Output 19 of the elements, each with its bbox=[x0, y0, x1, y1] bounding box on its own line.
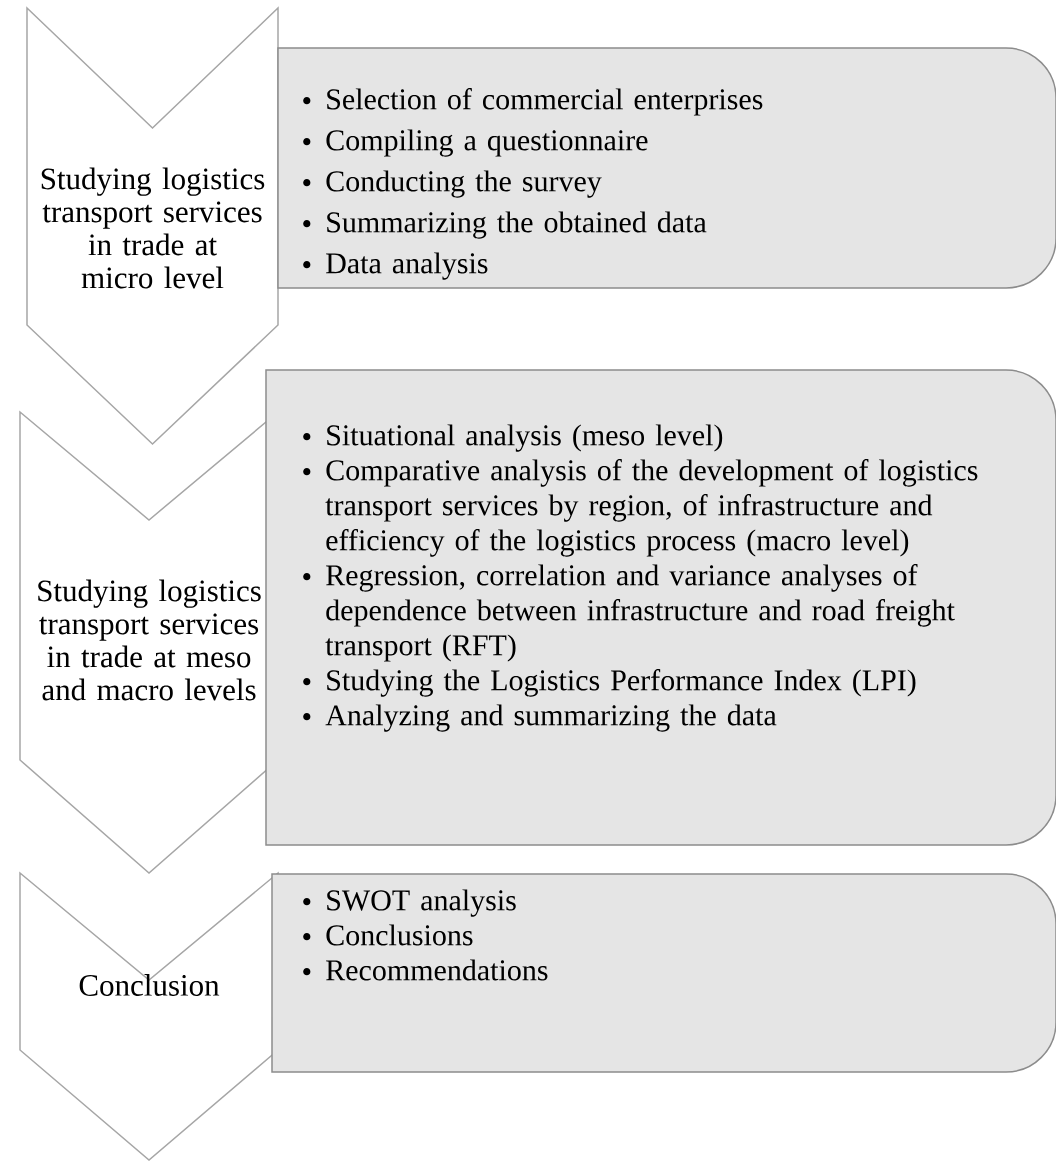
chevron-step: Studying logistics transport services in trade at meso and macro levels bbox=[19, 410, 279, 874]
bullet-item: Conducting the survey bbox=[303, 170, 602, 198]
bullet-item: Selection of commercial enterprises bbox=[303, 88, 763, 116]
chevron-step: Studying logistics transport services in trade at micro level bbox=[26, 6, 279, 446]
bullet-item: Analyzing and summarizing the data bbox=[303, 704, 777, 732]
bullet-item: Conclusions bbox=[303, 924, 473, 946]
bullet-item: Regression, correlation and variance analyses of dependence between infrastructure and road freight transport (RFT) bbox=[303, 564, 955, 662]
bullet-item: Summarizing the obtained data bbox=[303, 211, 707, 239]
bullet-item: Studying the Logistics Performance Index (LPI) bbox=[303, 669, 916, 697]
rounded-box bbox=[277, 47, 1056, 289]
rounded-box bbox=[271, 873, 1056, 1073]
bullet-item: Compiling a questionnaire bbox=[303, 129, 648, 157]
rounded-box bbox=[265, 369, 1056, 846]
bullet-item: Comparative analysis of the development of logistics transport services by region, of infrastructure and efficiency of the logistics process (macro level) bbox=[303, 459, 978, 557]
bullet-item: Recommendations bbox=[303, 959, 548, 981]
chevron-step: Conclusion bbox=[19, 871, 279, 1161]
bullet-item: SWOT analysis bbox=[303, 889, 516, 917]
bullet-item: Data analysis bbox=[303, 252, 488, 280]
bullet-item: Situational analysis (meso level) bbox=[303, 424, 723, 452]
